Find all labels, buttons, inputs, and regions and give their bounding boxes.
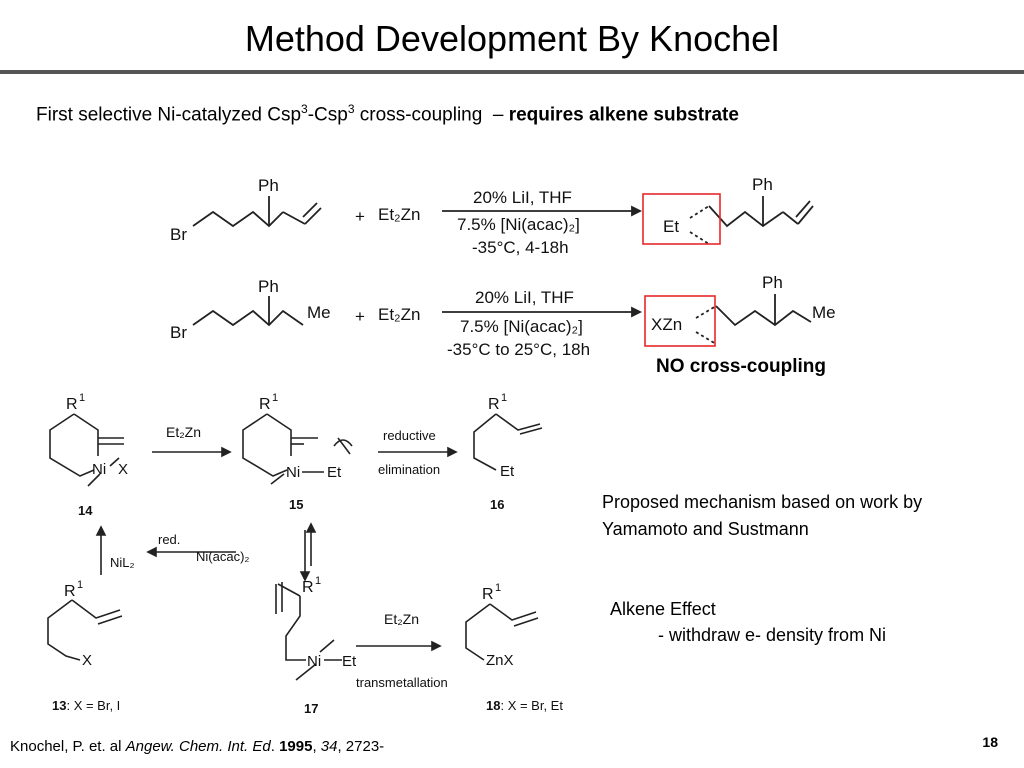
- rxn2-cond3: -35°C to 25°C, 18h: [447, 340, 590, 359]
- rxn1-plus: +: [355, 207, 365, 226]
- c14-ni: Ni: [92, 461, 106, 478]
- ref-year: 1995: [279, 738, 313, 755]
- c16-et: Et: [500, 463, 515, 480]
- arrow-red-top: red.: [158, 532, 180, 547]
- rxn1-cond2: 7.5% [Ni(acac)₂]: [457, 215, 580, 234]
- c16-chain: [473, 413, 541, 471]
- rxn2-sm-chain: [192, 309, 304, 327]
- c18-label-rest: : X = Br, Et: [500, 698, 563, 713]
- rxn1-prod-et: Et: [663, 217, 679, 236]
- c14-r-sup: 1: [79, 392, 85, 404]
- slide-title: Method Development By Knochel: [244, 18, 780, 59]
- nil2-label: NiL₂: [110, 555, 135, 570]
- rxn2-br: Br: [170, 323, 187, 342]
- c16-num: 16: [490, 497, 504, 512]
- title-divider: [0, 70, 1024, 74]
- c15-num: 15: [289, 497, 303, 512]
- c14-ring: [49, 413, 99, 477]
- rxn1-product-highlight-box: [642, 193, 721, 245]
- c16-r: R: [488, 396, 500, 413]
- c13-r: R: [64, 583, 76, 600]
- rxn2-prod-ph: Ph: [762, 273, 783, 292]
- c17-ni: Ni: [307, 653, 321, 670]
- c17-chain: [285, 596, 306, 661]
- rxn1-cond3: -35°C, 4-18h: [472, 238, 569, 257]
- rxn2-prod-xzn: XZn: [651, 315, 682, 334]
- subtitle-prefix: First selective Ni-catalyzed Csp: [36, 104, 302, 126]
- c13-x: X: [82, 652, 92, 669]
- subtitle-sup1: 3: [301, 102, 308, 116]
- c13-label-rest: : X = Br, I: [66, 698, 120, 713]
- c15-ring: [242, 413, 292, 477]
- rxn1-prod-chain: [708, 205, 784, 228]
- mechanism-note: Proposed mechanism based on work by Yama…: [602, 492, 923, 539]
- rxn1-br: Br: [170, 225, 187, 244]
- ref-journal: Angew. Chem. Int. Ed: [125, 738, 271, 755]
- subtitle-sup2: 3: [347, 102, 355, 116]
- c15-dissociation-mark: [333, 439, 353, 447]
- c13-r-sup: 1: [77, 579, 83, 591]
- rxn1-cond1: 20% LiI, THF: [473, 188, 572, 207]
- arrow-14-15-label: Et₂Zn: [166, 424, 201, 440]
- c17-r: R: [302, 579, 314, 596]
- rxn1-reagent: Et₂Zn: [378, 205, 421, 224]
- arrow-15-16-bottom: elimination: [378, 462, 440, 477]
- c18-r: R: [482, 586, 494, 603]
- c16-r-sup: 1: [501, 392, 507, 404]
- rxn2-cond2: 7.5% [Ni(acac)₂]: [460, 317, 583, 336]
- c18-num: 18: [486, 698, 500, 713]
- alkene-effect-heading: Alkene Effect: [610, 599, 716, 619]
- rxn2-prod-chain: [715, 305, 812, 327]
- c14-x: X: [118, 461, 128, 478]
- ref-authors: Knochel, P. et. al: [10, 738, 126, 755]
- rxn1-prod-dashed: [689, 205, 710, 219]
- subtitle-emphasis: requires alkene substrate: [508, 104, 739, 126]
- rxn2-product-highlight-box: [644, 295, 716, 347]
- c17-num: 17: [304, 701, 318, 716]
- c13-label: 13: X = Br, I: [52, 698, 120, 713]
- rxn2-ph: Ph: [258, 277, 279, 296]
- arrow-17-18-bottom: transmetallation: [356, 675, 448, 690]
- rxn1-prod-ph: Ph: [752, 175, 773, 194]
- rxn1-sm-chain: [192, 210, 284, 228]
- c15-ni: Ni: [286, 464, 300, 481]
- slide-subtitle: First selective Ni-catalyzed Csp3-Csp3 c…: [36, 102, 739, 126]
- c14-num: 14: [78, 503, 93, 518]
- arrow-red-label: Ni(acac)₂: [196, 549, 249, 564]
- c17-et: Et: [342, 653, 357, 670]
- arrow-15-16-top: reductive: [383, 428, 436, 443]
- ref-volume: 34: [320, 738, 338, 755]
- alkene-effect-point: - withdraw e- density from Ni: [658, 625, 887, 645]
- rxn1-ph: Ph: [258, 176, 279, 195]
- c15-r: R: [259, 396, 271, 413]
- c18-znx: ZnX: [486, 652, 514, 669]
- subtitle-mid: -Csp: [307, 104, 348, 126]
- rxn1-sm-vinyl: [282, 211, 306, 225]
- alkene-effect: Alkene Effect - withdraw e- density from…: [610, 596, 886, 648]
- c15-et: Et: [327, 464, 342, 481]
- c18-label: 18: X = Br, Et: [486, 698, 563, 713]
- ref-pages: , 2723-: [337, 738, 385, 755]
- subtitle-suffix: cross-coupling –: [354, 104, 509, 126]
- rxn2-prod-me: Me: [812, 303, 836, 322]
- c15-r-sup: 1: [272, 392, 278, 404]
- reference-citation: Knochel, P. et. al Angew. Chem. Int. Ed.…: [10, 738, 384, 755]
- page-number: 18: [982, 734, 998, 750]
- c18-chain: [465, 603, 537, 661]
- rxn2-me: Me: [307, 303, 331, 322]
- ref-sep1: .: [270, 738, 280, 755]
- rxn2-plus: +: [355, 307, 365, 326]
- ref-sep2: ,: [312, 738, 321, 755]
- c17-r-sup: 1: [315, 575, 321, 587]
- c18-r-sup: 1: [495, 582, 501, 594]
- no-cross-coupling-label: NO cross-coupling: [656, 356, 826, 377]
- c13-num: 13: [52, 698, 66, 713]
- arrow-17-18-top: Et₂Zn: [384, 611, 419, 627]
- rxn2-reagent: Et₂Zn: [378, 305, 421, 324]
- rxn2-cond1: 20% LiI, THF: [475, 288, 574, 307]
- c14-r: R: [66, 396, 78, 413]
- c13-chain: [47, 599, 121, 661]
